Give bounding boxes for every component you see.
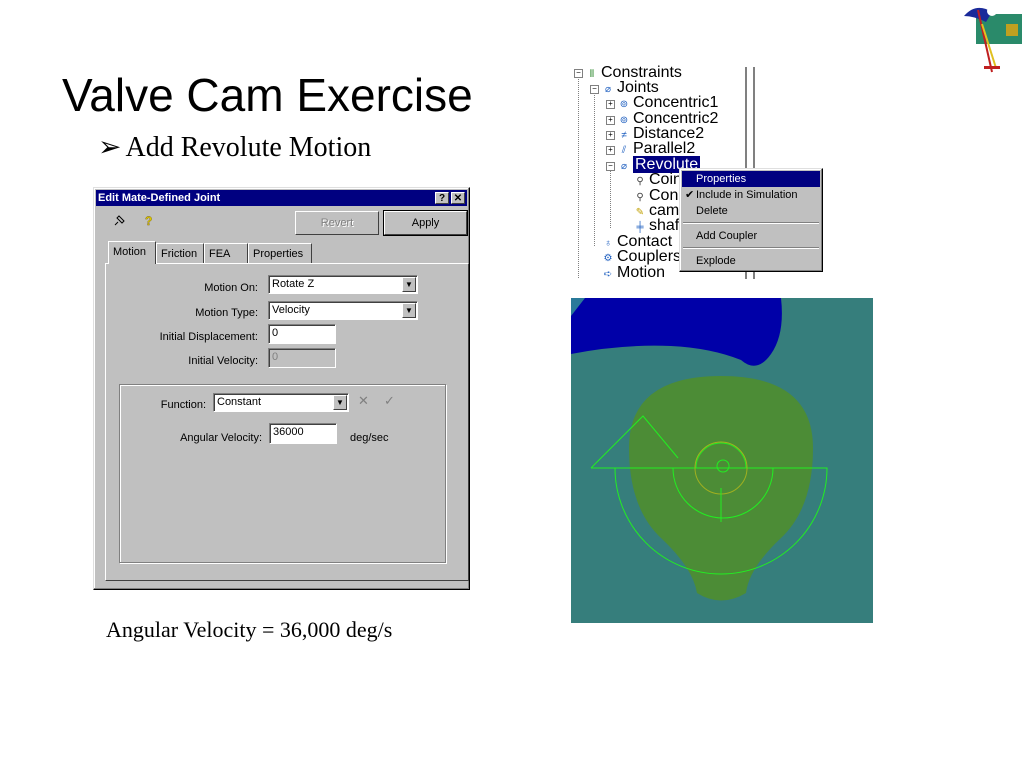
menu-item-include-in-simulation[interactable]: ✔Include in Simulation [685,189,798,201]
chevron-down-icon[interactable]: ▼ [333,395,347,410]
chevron-down-icon[interactable]: ▼ [402,277,416,292]
tab-properties[interactable]: Properties [248,243,312,263]
angular-velocity-label: Angular Velocity: [180,432,262,444]
close-button[interactable]: ✕ [451,192,465,204]
svg-text:?: ? [145,214,152,228]
menu-item-properties[interactable]: Properties [682,171,820,187]
menu-item-add-coupler[interactable]: Add Coupler [696,230,758,242]
menu-item-explode[interactable]: Explode [696,255,736,267]
tree-item-joints[interactable]: ⌀Joints [602,80,659,96]
motion-type-value: Velocity [272,304,310,316]
tree-item-contact[interactable]: ♁Contact [602,234,672,250]
blue-part [571,298,782,366]
expand-icon[interactable]: + [606,100,615,109]
expand-icon[interactable]: + [606,146,615,155]
menu-separator [683,222,819,224]
arrow-bullet-icon: ➢ [98,132,122,163]
caption-text: Angular Velocity = 36,000 deg/s [106,617,393,642]
motion-on-dropdown[interactable]: Rotate Z ▼ [268,275,418,294]
tree-item-concentric1[interactable]: ⊚Concentric1 [619,94,719,111]
tree-item-distance2[interactable]: ≠Distance2 [618,126,704,142]
corner-part [571,298,585,316]
shaft-icon: ╪ [636,222,644,233]
menu-item-delete[interactable]: Delete [696,205,728,217]
tab-motion[interactable]: Motion [108,241,156,264]
revolute-icon: ⌀ [620,161,628,172]
dialog-title: Edit Mate-Defined Joint [98,192,221,204]
checkmark-icon: ✔ [685,189,695,201]
cam-model-viewport[interactable] [571,298,873,623]
expand-icon[interactable]: + [606,131,615,140]
dialog-titlebar[interactable]: Edit Mate-Defined Joint ? ✕ [96,190,467,206]
contact-icon: ♁ [604,238,612,249]
concentric-icon: ⚲ [636,192,644,203]
tab-panel [105,263,469,581]
angular-velocity-input[interactable]: 36000 [269,423,337,444]
initial-displacement-label: Initial Displacement: [159,331,258,343]
tree-item-concentric2[interactable]: ⊚Concentric2 [619,110,719,127]
menu-separator [683,247,819,249]
expand-icon[interactable]: + [606,116,615,125]
initial-velocity-label: Initial Velocity: [188,355,258,367]
cam-icon: ✎ [635,207,645,218]
bullet-text: Add Revolute Motion [125,132,372,163]
concentric-icon: ⊚ [619,99,629,110]
angular-velocity-unit: deg/sec [350,432,389,444]
distance-icon: ≠ [621,130,627,141]
joints-icon: ⌀ [604,84,612,95]
initial-velocity-input[interactable]: 0 [268,348,336,368]
motion-icon: ➪ [603,269,613,280]
collapse-icon[interactable]: − [574,69,583,78]
concentric-icon: ⊚ [619,115,629,126]
chevron-down-icon[interactable]: ▼ [402,303,416,318]
coincident-icon: ⚲ [636,176,644,187]
tree-item-motion[interactable]: ➪Motion [603,264,666,281]
function-dropdown[interactable]: Constant ▼ [213,393,349,412]
motion-on-value: Rotate Z [272,278,315,290]
logo-icon [964,6,1022,73]
tree-item-constraints[interactable]: ⦀Constraints [586,65,682,81]
motion-type-dropdown[interactable]: Velocity ▼ [268,301,418,320]
collapse-icon[interactable]: − [606,162,615,171]
tree-item-parallel2[interactable]: ⫽Parallel2 [618,141,696,157]
pushpin-icon[interactable] [112,214,126,228]
collapse-icon[interactable]: − [590,85,599,94]
motion-type-label: Motion Type: [195,307,258,319]
wireframe-overlay [590,415,828,575]
feature-tree [570,66,750,282]
initial-displacement-input[interactable]: 0 [268,324,336,344]
accept-check-icon[interactable]: ✓ [384,393,395,408]
help-button[interactable]: ? [435,192,449,204]
motion-on-label: Motion On: [204,282,258,294]
function-label: Function: [160,399,206,411]
couplers-icon: ⚙ [603,253,613,264]
question-mark-icon[interactable]: ? [142,214,156,228]
cancel-x-icon[interactable]: ✕ [358,393,369,408]
revert-button[interactable]: Revert [295,211,379,235]
tab-friction[interactable]: Friction [156,243,204,263]
apply-button[interactable]: Apply [383,210,468,236]
parallel-icon: ⫽ [621,145,627,156]
slide-title: Valve Cam Exercise [62,69,473,121]
function-groupbox [119,384,446,563]
tab-fea[interactable]: FEA [204,243,248,263]
context-menu: Properties ✔Include in Simulation Delete… [679,168,823,272]
bullet-item: ➢Add Revolute Motion [98,130,371,164]
tree-item-cams[interactable]: ✎cams [635,202,688,219]
tree-item-conc[interactable]: ⚲Conc [634,188,686,204]
function-value: Constant [217,396,262,408]
tree-item-couplers[interactable]: ⚙Couplers [603,248,682,265]
constraints-icon: ⦀ [589,69,595,80]
